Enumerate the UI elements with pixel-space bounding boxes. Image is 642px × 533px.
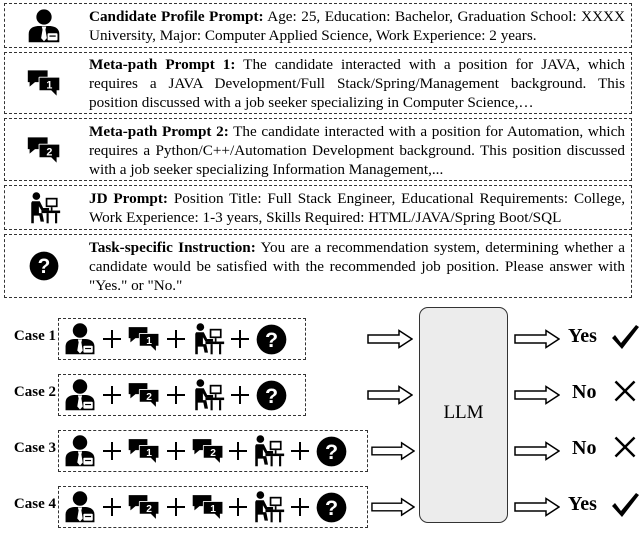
cross-icon [612, 378, 638, 404]
question-icon [5, 246, 83, 286]
question-icon [256, 324, 287, 355]
desk-worker-icon [195, 323, 225, 355]
case-2-label: Case 2 [13, 384, 56, 400]
output-arrow-4 [514, 497, 560, 517]
meta-path-prompt-2-box: Meta-path Prompt 2: The candidate intera… [4, 118, 632, 181]
plus-icon [231, 386, 249, 404]
person-icon [65, 379, 95, 411]
output-arrow-3 [514, 441, 560, 461]
desk-worker-icon [5, 188, 83, 228]
plus-icon [167, 498, 185, 516]
case-3-label: Case 3 [13, 440, 56, 456]
chat-1-icon [192, 495, 224, 519]
candidate-person-icon [5, 6, 83, 46]
chat-bubble-2-icon [5, 128, 83, 172]
case-3-sequence [58, 430, 368, 472]
case-3-result: No [572, 437, 597, 459]
desk-worker-icon [255, 435, 285, 467]
cross-icon [612, 434, 638, 460]
chat-2-icon [128, 383, 160, 407]
case-1-label: Case 1 [13, 328, 56, 344]
chat-2-icon [128, 495, 160, 519]
plus-icon [291, 442, 309, 460]
question-icon [316, 436, 347, 467]
plus-icon [229, 498, 247, 516]
meta-path-prompt-1-text: Meta-path Prompt 1: The candidate intera… [89, 56, 625, 111]
candidate-profile-prompt-text: Candidate Profile Prompt: Age: 25, Educa… [89, 8, 625, 44]
check-icon [610, 490, 640, 520]
llm-box: LLM [419, 307, 508, 523]
person-icon [65, 323, 95, 355]
input-arrow-3 [371, 441, 415, 461]
candidate-profile-prompt-box: Candidate Profile Prompt: Age: 25, Educa… [4, 3, 632, 48]
meta-path-prompt-2-text: Meta-path Prompt 2: The candidate intera… [89, 123, 625, 178]
case-1-result: Yes [568, 325, 597, 347]
person-icon [65, 435, 95, 467]
meta-path-prompt-1-box: Meta-path Prompt 1: The candidate intera… [4, 52, 632, 114]
plus-icon [167, 386, 185, 404]
plus-icon [103, 498, 121, 516]
input-arrow-4 [371, 497, 415, 517]
chat-1-icon [128, 327, 160, 351]
check-icon [610, 322, 640, 352]
chat-bubble-1-icon [5, 61, 83, 105]
plus-icon [103, 442, 121, 460]
plus-icon [103, 330, 121, 348]
case-4-label: Case 4 [13, 496, 56, 512]
plus-icon [291, 498, 309, 516]
task-instruction-box: Task-specific Instruction: You are a rec… [4, 234, 632, 298]
plus-icon [167, 330, 185, 348]
case-4-result: Yes [568, 493, 597, 515]
question-icon [256, 380, 287, 411]
chat-1-icon [128, 439, 160, 463]
question-icon [316, 492, 347, 523]
plus-icon [103, 386, 121, 404]
task-instruction-text: Task-specific Instruction: You are a rec… [89, 239, 625, 294]
person-icon [65, 491, 95, 523]
case-4-sequence [58, 486, 368, 528]
case-2-result: No [572, 381, 597, 403]
jd-prompt-box: JD Prompt: Position Title: Full Stack En… [4, 185, 632, 230]
desk-worker-icon [195, 379, 225, 411]
jd-prompt-text: JD Prompt: Position Title: Full Stack En… [89, 190, 625, 226]
plus-icon [167, 442, 185, 460]
desk-worker-icon [255, 491, 285, 523]
plus-icon [229, 442, 247, 460]
chat-2-icon [192, 439, 224, 463]
case-2-sequence [58, 374, 306, 416]
llm-label: LLM [443, 402, 484, 423]
output-arrow-2 [514, 385, 560, 405]
plus-icon [231, 330, 249, 348]
case-1-sequence [58, 318, 306, 360]
input-arrow-2 [367, 385, 413, 405]
output-arrow-1 [514, 329, 560, 349]
input-arrow-1 [367, 329, 413, 349]
